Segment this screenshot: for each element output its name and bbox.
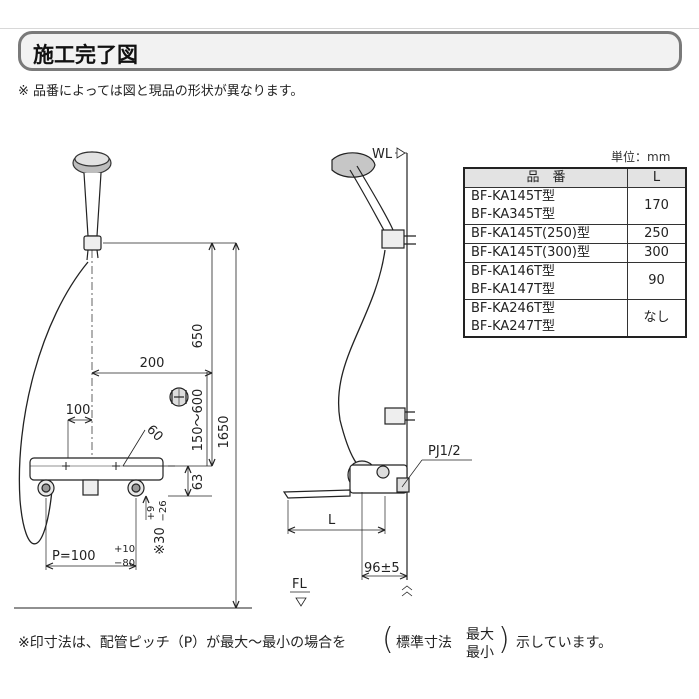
l-value: 300 xyxy=(627,243,687,263)
dim-96: 96±5 xyxy=(364,561,400,576)
front-view xyxy=(14,151,252,609)
note-max: 最大 xyxy=(466,627,494,643)
spout-side xyxy=(282,489,351,499)
label-fl: FL xyxy=(292,577,307,592)
shower-hook-front xyxy=(83,235,102,251)
unit-label: 単位：mm xyxy=(611,150,671,164)
label-pj: PJ1/2 xyxy=(428,444,461,459)
table-row: BF-KA145T(300)型 300 xyxy=(463,243,687,263)
side-view xyxy=(282,147,472,607)
shower-handle-front xyxy=(83,172,102,237)
dim-200: 200 xyxy=(140,356,165,371)
l-value: なし xyxy=(627,299,687,338)
table-row: BF-KA145T型 BF-KA345T型 170 xyxy=(463,187,687,225)
table-row: BF-KA146T型 BF-KA147T型 90 xyxy=(463,262,687,300)
slide-holder-side xyxy=(384,407,406,425)
shower-hose-front xyxy=(18,261,89,545)
dim-60: 60 xyxy=(143,422,165,444)
model-table: 品 番 L BF-KA145T型 BF-KA345T型 170 BF-KA145… xyxy=(463,167,687,338)
model-name: BF-KA247T型 xyxy=(471,319,556,334)
table-row: BF-KA246T型 BF-KA247T型 なし xyxy=(463,299,687,338)
model-name: BF-KA147T型 xyxy=(471,282,556,297)
dim-1650: 1650 xyxy=(217,415,232,448)
top-band xyxy=(0,0,699,29)
note-min: 最小 xyxy=(466,645,494,661)
l-value: 170 xyxy=(627,187,687,225)
dim-100: 100 xyxy=(66,403,91,418)
dim-150-600: 150～600 xyxy=(191,389,206,452)
dim-63: 63 xyxy=(191,474,206,491)
model-name: BF-KA345T型 xyxy=(471,207,556,222)
faucet-body-front xyxy=(29,457,164,481)
model-name: BF-KA145T(300)型 xyxy=(471,245,590,260)
note-standard: 標準寸法 xyxy=(396,635,452,651)
table-header-l: L xyxy=(627,167,687,188)
model-name: BF-KA145T(250)型 xyxy=(471,226,590,241)
dim-30-tol-lower: −26 xyxy=(158,500,169,521)
dim-p-tol-lower: −80 xyxy=(114,558,135,569)
dim-650: 650 xyxy=(191,324,206,349)
dim-p: P=100 xyxy=(52,549,96,564)
note-suffix: 示しています。 xyxy=(516,635,613,651)
paren-close: ) xyxy=(498,622,510,657)
title-bar: 施工完了図 xyxy=(18,31,682,71)
dim-30-tol-upper: +9 xyxy=(146,506,157,521)
shower-hook-side xyxy=(381,229,405,249)
label-wl: WL xyxy=(372,147,393,162)
model-name: BF-KA246T型 xyxy=(471,301,556,316)
shower-hose-side xyxy=(338,249,386,469)
shape-note: ※ 品番によっては図と現品の形状が異なります。 xyxy=(18,84,304,99)
table-header-model: 品 番 xyxy=(463,167,628,188)
l-value: 250 xyxy=(627,224,687,244)
shower-head-side xyxy=(331,152,376,178)
model-name: BF-KA146T型 xyxy=(471,264,556,279)
note-prefix: ※印寸法は、配管ピッチ（P）が最大～最小の場合を xyxy=(18,635,347,651)
dim-l: L xyxy=(328,513,336,528)
model-name: BF-KA145T型 xyxy=(471,189,556,204)
paren-open: ( xyxy=(382,622,394,657)
dim-30: ※30 xyxy=(153,527,168,554)
l-value: 90 xyxy=(627,262,687,300)
page-title: 施工完了図 xyxy=(33,43,138,67)
dim-p-tol-upper: +10 xyxy=(114,544,135,555)
table-row: BF-KA145T(250)型 250 xyxy=(463,224,687,244)
